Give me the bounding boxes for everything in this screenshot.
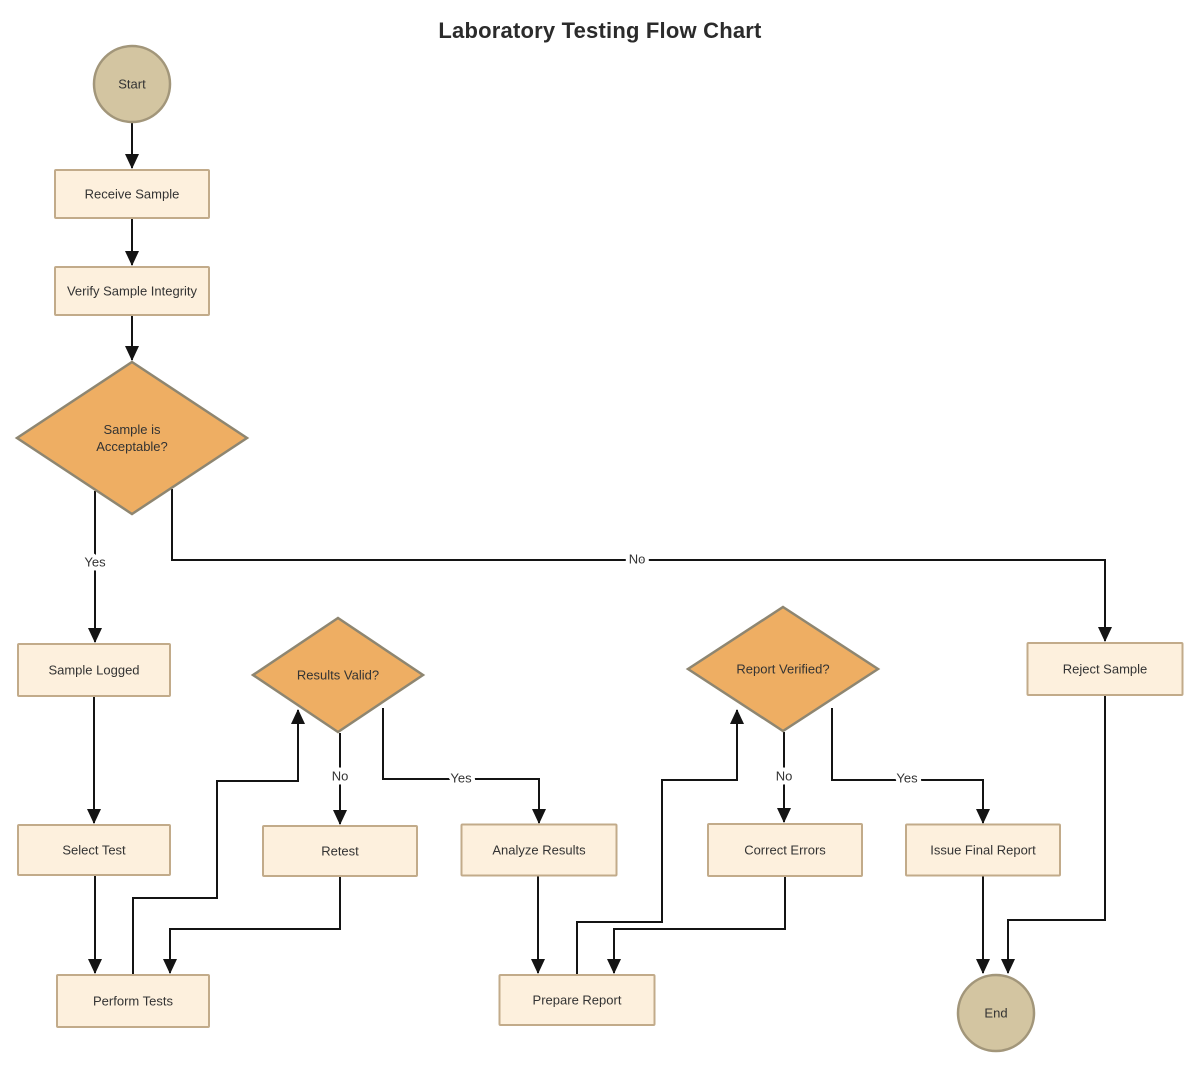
start-shape [92, 44, 172, 124]
node-retest: Retest [262, 825, 418, 877]
node-report-verified: Report Verified? [685, 605, 881, 733]
perform-tests-shape [56, 974, 210, 1028]
node-results-valid: Results Valid? [250, 616, 426, 734]
select-test-label: Select Test [62, 843, 126, 858]
end-shape [956, 973, 1036, 1053]
edge-perform-tests-to-results-valid [132, 709, 305, 975]
receive-sample-shape [54, 169, 210, 219]
edge-label-acceptable-yes-to-sample-logged: Yes [84, 555, 106, 570]
start-label: Start [118, 77, 146, 92]
edge-label-results-valid-no-to-retest: No [332, 769, 349, 784]
edge-retest-to-perform-tests [163, 876, 341, 974]
edge-prepare-report-to-report-verified [576, 709, 744, 975]
edge-reject-sample-to-end [1001, 695, 1106, 974]
edge-results-valid-yes-to-analyze [382, 708, 546, 824]
sample-acceptable-shape [14, 360, 250, 516]
edge-layer [87, 122, 1112, 975]
node-analyze-results: Analyze Results [460, 823, 618, 877]
prepare-report-shape [498, 974, 656, 1026]
edge-label-report-verified-yes-to-issue-final: Yes [896, 771, 918, 786]
results-valid-label: Results Valid? [297, 668, 379, 683]
prepare-report-label: Prepare Report [533, 993, 622, 1008]
report-verified-label: Report Verified? [736, 662, 829, 677]
retest-shape [262, 825, 418, 877]
perform-tests-label: Perform Tests [93, 994, 173, 1009]
node-perform-tests: Perform Tests [56, 974, 210, 1028]
node-verify-sample-integrity: Verify Sample Integrity [54, 266, 210, 316]
edge-correct-errors-to-prepare-report [607, 876, 786, 974]
edge-label-results-valid-yes-to-analyze: Yes [450, 771, 472, 786]
sample-logged-shape [17, 643, 171, 697]
verify-sample-integrity-label: Verify Sample Integrity [67, 284, 198, 299]
report-verified-shape [685, 605, 881, 733]
select-test-shape [17, 824, 171, 876]
sample-logged-label: Sample Logged [48, 663, 139, 678]
node-prepare-report: Prepare Report [498, 974, 656, 1026]
edge-report-verified-yes-to-issue-final [831, 708, 990, 824]
node-select-test: Select Test [17, 824, 171, 876]
reject-sample-shape [1026, 642, 1184, 696]
node-start: Start [92, 44, 172, 124]
correct-errors-label: Correct Errors [744, 843, 826, 858]
node-sample-logged: Sample Logged [17, 643, 171, 697]
node-end: End [956, 973, 1036, 1053]
edge-acceptable-no-to-reject-sample [171, 489, 1112, 642]
node-reject-sample: Reject Sample [1026, 642, 1184, 696]
receive-sample-label: Receive Sample [85, 187, 180, 202]
correct-errors-shape [707, 823, 863, 877]
edge-label-acceptable-no-to-reject-sample: No [629, 552, 646, 567]
verify-sample-integrity-shape [54, 266, 210, 316]
analyze-results-label: Analyze Results [492, 843, 586, 858]
page-title: Laboratory Testing Flow Chart [438, 18, 762, 43]
end-label: End [984, 1006, 1007, 1021]
issue-final-report-shape [905, 823, 1061, 877]
analyze-results-shape [460, 823, 618, 877]
node-receive-sample: Receive Sample [54, 169, 210, 219]
retest-label: Retest [321, 844, 359, 859]
node-issue-final-report: Issue Final Report [905, 823, 1061, 877]
reject-sample-label: Reject Sample [1063, 662, 1148, 677]
node-correct-errors: Correct Errors [707, 823, 863, 877]
edge-label-report-verified-no-to-correct-errors: No [776, 769, 793, 784]
results-valid-shape [250, 616, 426, 734]
issue-final-report-label: Issue Final Report [930, 843, 1036, 858]
